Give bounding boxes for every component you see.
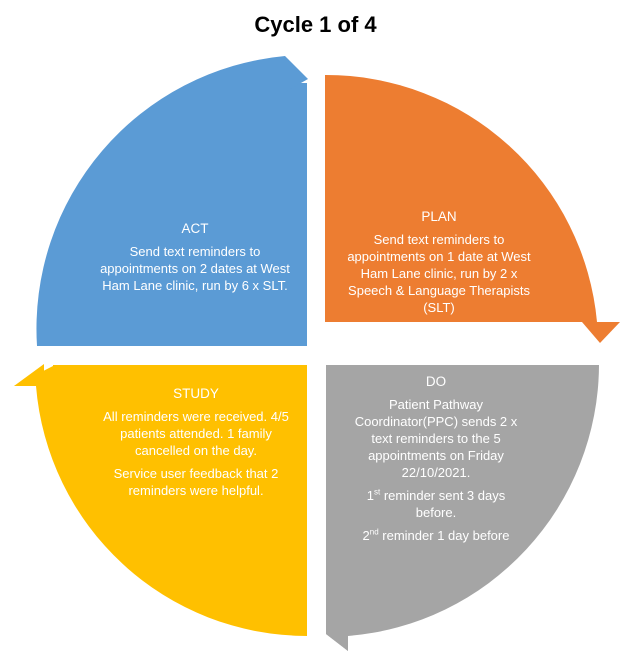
act-quadrant	[36, 56, 307, 346]
study-body-2: Service user feedback that 2 reminders w…	[113, 466, 279, 498]
do-quadrant	[326, 365, 599, 651]
plan-heading: PLAN	[421, 209, 457, 224]
act-body: Send text reminders to appointments on 2…	[100, 244, 290, 293]
plan-quadrant	[325, 74, 597, 323]
plan-arrowhead	[582, 322, 620, 343]
do-reminder-2: 2nd reminder 1 day before	[362, 527, 510, 543]
study-text: STUDY All reminders were received. 4/5 p…	[98, 385, 294, 499]
plan-text: PLAN Send text reminders to appointments…	[338, 208, 540, 316]
do-text: DO Patient Pathway Coordinator(PPC) send…	[348, 373, 524, 544]
study-arrowhead	[14, 364, 44, 386]
plan-body: Send text reminders to appointments on 1…	[347, 232, 531, 315]
act-heading: ACT	[181, 221, 209, 236]
cycle-title: Cycle 1 of 4	[254, 12, 377, 37]
study-body-1: All reminders were received. 4/5 patient…	[103, 409, 289, 458]
act-arrowhead	[285, 56, 308, 92]
act-text: ACT Send text reminders to appointments …	[95, 220, 295, 294]
study-heading: STUDY	[173, 386, 219, 401]
do-arrowhead	[326, 618, 348, 651]
do-body: Patient Pathway Coordinator(PPC) sends 2…	[354, 397, 518, 480]
do-reminder-1: 1st reminder sent 3 days before.	[366, 487, 506, 520]
study-quadrant	[14, 365, 307, 636]
do-heading: DO	[425, 374, 447, 389]
